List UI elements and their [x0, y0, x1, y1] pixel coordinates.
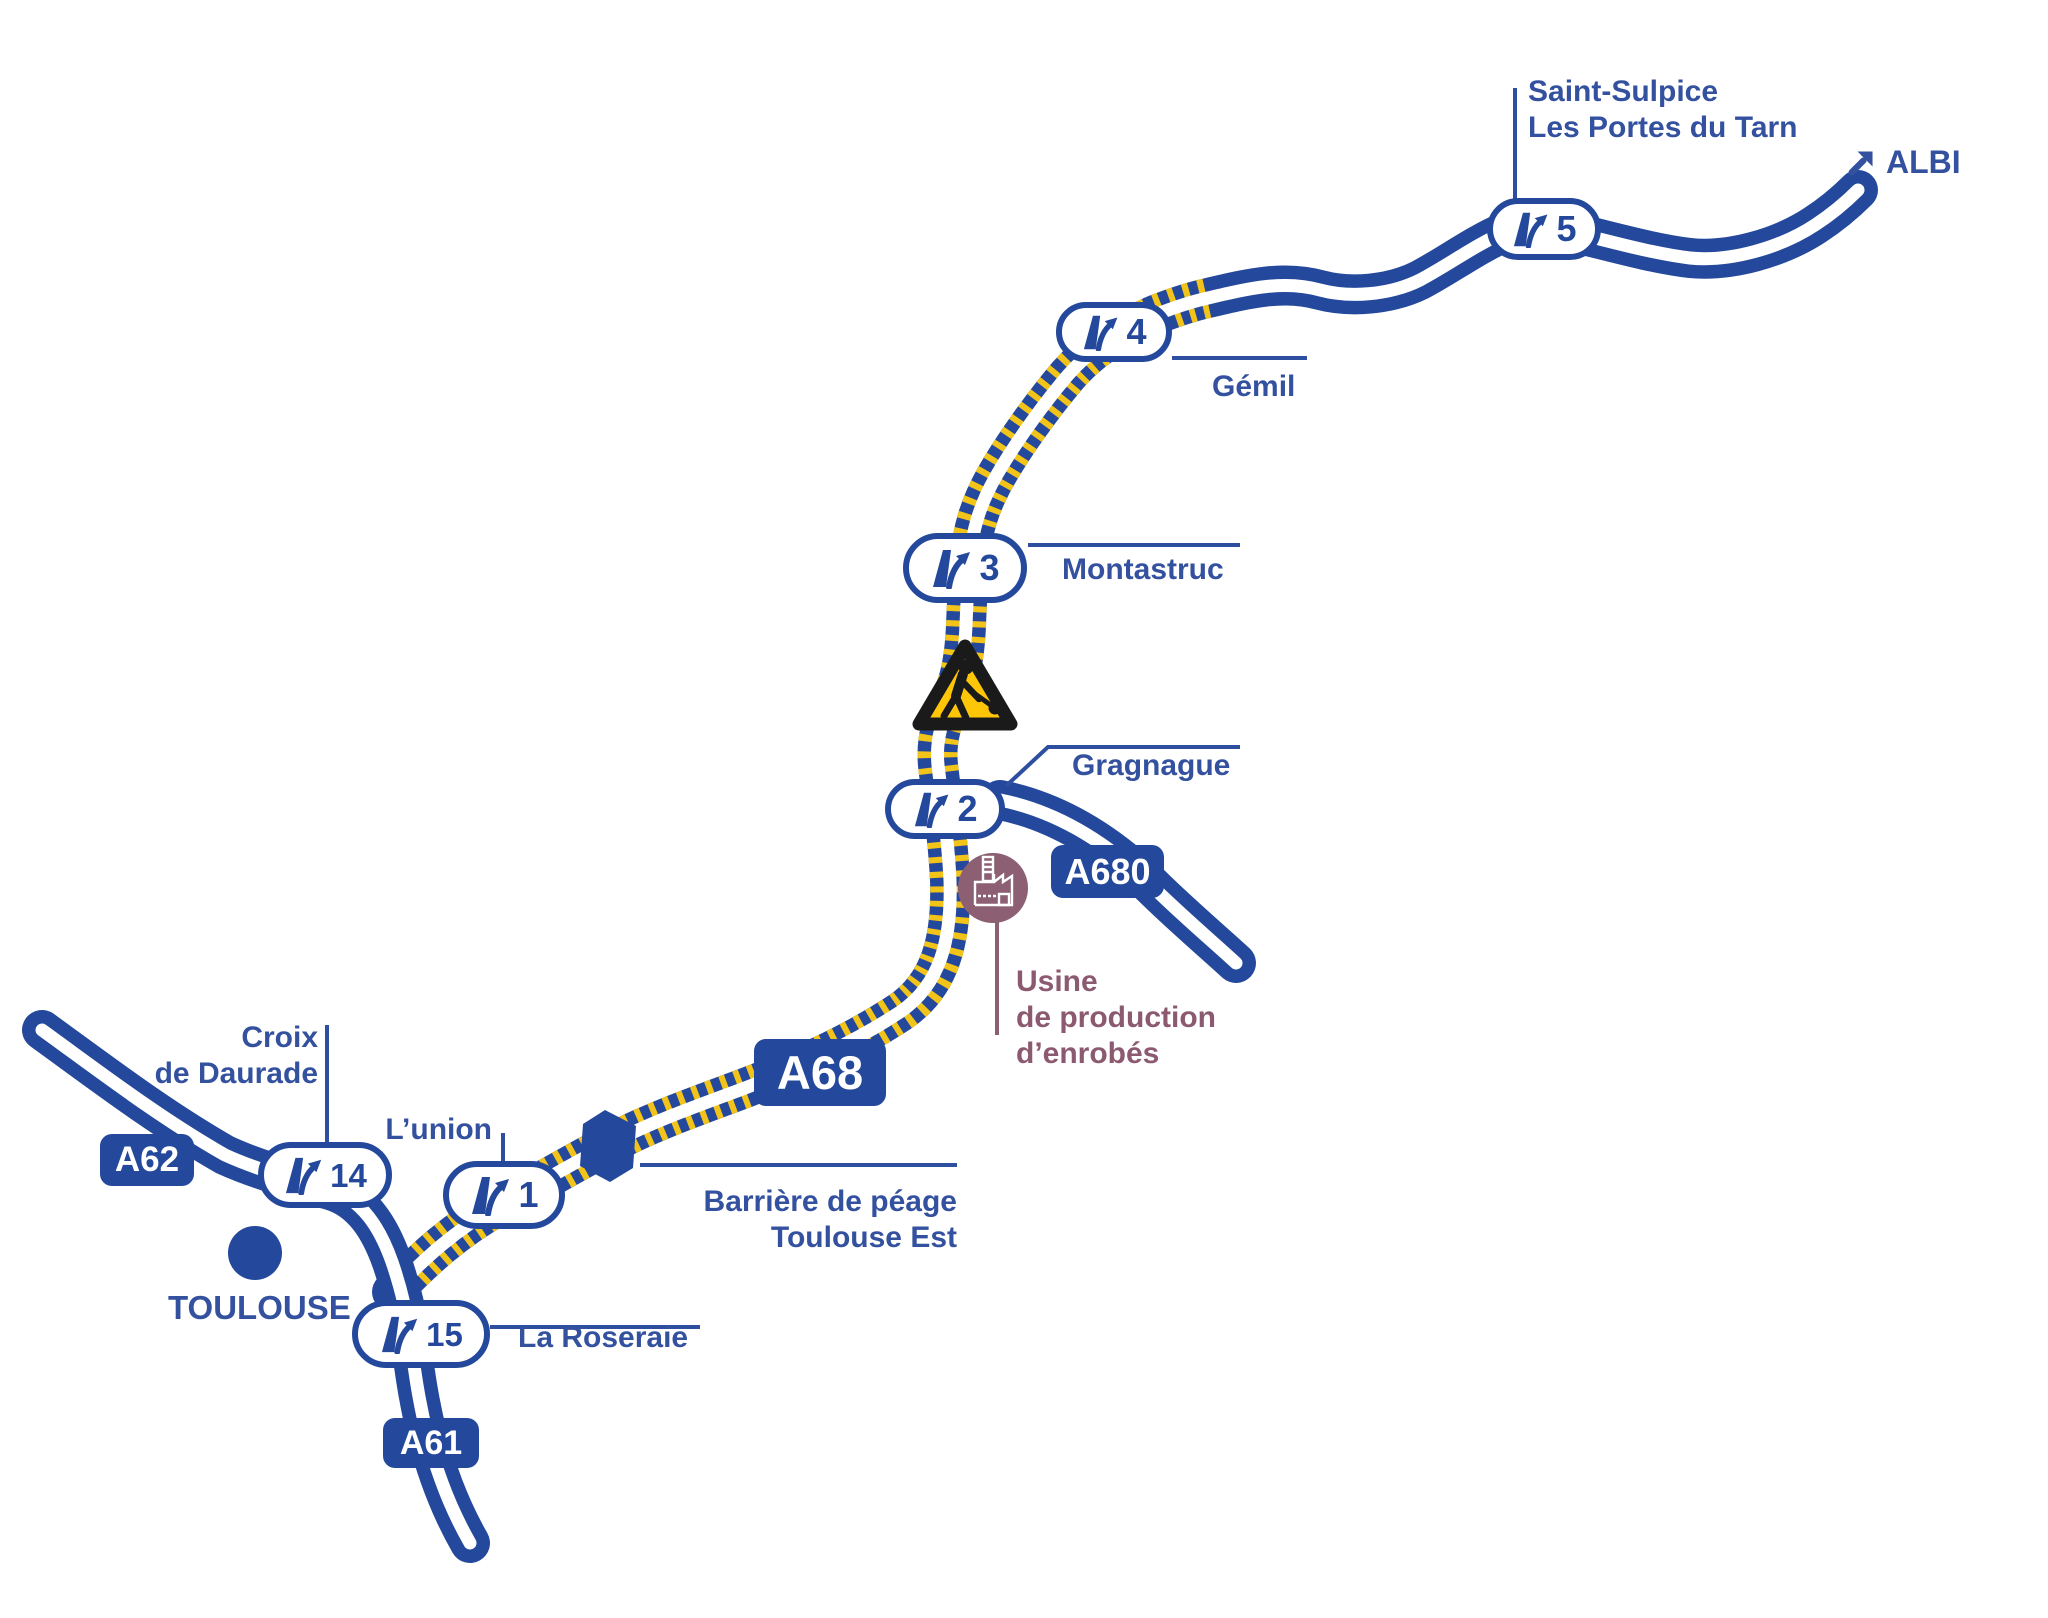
asphalt-plant-line1: Usine	[1016, 965, 1098, 998]
exit5-label: Saint-Sulpice Les Portes du Tarn	[1528, 74, 1798, 146]
a68-work-zone-stripes	[377, 278, 1213, 1306]
albi-label: ALBI	[1886, 144, 1961, 180]
exit1-label: L’union	[385, 1113, 492, 1146]
motorway-exit-icon	[1511, 210, 1553, 248]
toulouse-city-label: TOULOUSE	[168, 1289, 351, 1326]
exit-number: 5	[1556, 208, 1577, 249]
albi-destination: ALBI	[1846, 144, 1961, 181]
exit5-label-line2: Les Portes du Tarn	[1528, 111, 1798, 144]
motorway-exit-icon	[930, 547, 976, 589]
label-connectors	[325, 88, 1517, 1329]
exit-badge-5: 5	[1487, 198, 1601, 260]
exit14-label-line2: de Daurade	[154, 1057, 318, 1090]
asphalt-plant-line2: de production	[1016, 1001, 1216, 1034]
exit-number: 4	[1126, 311, 1147, 352]
exit4-label: Gémil	[1212, 370, 1296, 403]
exit3-label: Montastruc	[1062, 553, 1224, 586]
motorway-exit-icon	[379, 1314, 423, 1354]
exit14-label: Croix de Daurade	[100, 1020, 318, 1092]
exit-number: 2	[957, 788, 978, 829]
exit-badge-15: 15	[352, 1300, 490, 1368]
exit-badge-3: 3	[903, 533, 1027, 603]
motorway-badge-a68: A68	[754, 1039, 886, 1106]
exit2-label: Gragnague	[1072, 749, 1231, 782]
exit-badge-14: 14	[258, 1142, 392, 1208]
factory-icon	[958, 853, 1028, 923]
roadworks-warning-icon	[912, 639, 1018, 731]
exit-number: 15	[426, 1315, 463, 1353]
exit15-label: La Roseraie	[518, 1321, 689, 1354]
exit-number: 3	[979, 547, 1000, 588]
motorway-exit-icon	[283, 1155, 327, 1195]
asphalt-plant-line3: d’enrobés	[1016, 1037, 1160, 1070]
toll-barrier-label: Barrière de péage Toulouse Est	[600, 1184, 957, 1256]
exit5-label-line1: Saint-Sulpice	[1528, 75, 1719, 108]
motorway-badge-a680: A680	[1051, 845, 1164, 898]
toulouse-city-dot	[228, 1226, 282, 1280]
toll-barrier-line2: Toulouse Est	[770, 1221, 957, 1254]
motorway-badge-a62: A62	[100, 1134, 194, 1186]
motorway-badge-a61: A61	[383, 1418, 479, 1468]
exit-badge-2: 2	[885, 779, 1005, 839]
exit-number: 1	[518, 1174, 539, 1215]
exit-badge-4: 4	[1056, 302, 1172, 362]
exit14-label-line1: Croix	[241, 1021, 318, 1054]
motorway-exit-icon	[912, 790, 954, 828]
exit-badge-1: 1	[443, 1161, 565, 1229]
exit-number: 14	[330, 1156, 367, 1194]
asphalt-plant-label: Usine de production d’enrobés	[1016, 964, 1216, 1072]
motorway-exit-icon	[469, 1174, 515, 1216]
albi-direction-arrow-icon	[1848, 150, 1873, 175]
motorway-exit-icon	[1081, 313, 1123, 351]
toll-barrier-icon	[580, 1110, 636, 1182]
toll-barrier-line1: Barrière de péage	[703, 1185, 957, 1218]
